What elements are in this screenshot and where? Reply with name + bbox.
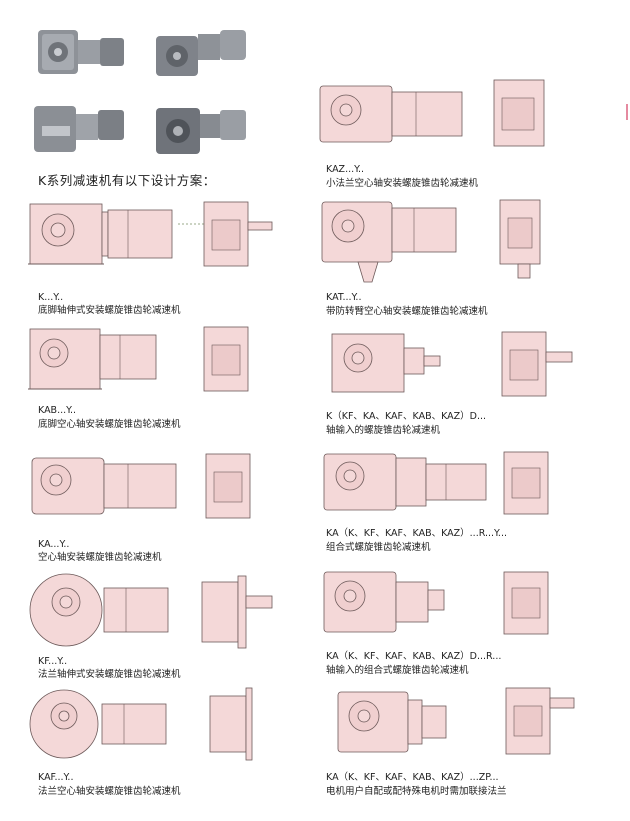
model-label-k-d: K（KF、KA、KAF、KAB、KAZ）D... <box>326 411 487 422</box>
desc-label-kaz-y: 小法兰空心轴安装螺旋锥齿轮减速机 <box>326 178 479 189</box>
drawing-kab-y <box>28 325 278 395</box>
desc-label-ka-zp: 电机用户自配或配特殊电机时需加联接法兰 <box>326 786 507 797</box>
page-heading: K系列减速机有以下设计方案： <box>38 173 216 188</box>
product-photo-3 <box>28 100 128 160</box>
desc-label-k-d: 轴输入的螺旋锥齿轮减速机 <box>326 425 441 436</box>
drawing-kat-y <box>318 198 558 283</box>
product-photo-4 <box>150 100 250 160</box>
model-label-ka-d-r: KA（K、KF、KAF、KAB、KAZ）D...R... <box>326 651 502 662</box>
model-label-kab-y: KAB...Y.. <box>38 405 77 416</box>
drawing-ka-y <box>28 452 278 524</box>
drawing-k-d <box>318 330 588 400</box>
desc-label-kaf-y: 法兰空心轴安装螺旋锥齿轮减速机 <box>38 786 181 797</box>
model-label-k-y: K...Y.. <box>38 292 64 303</box>
drawing-ka-d-r <box>318 568 558 640</box>
model-label-kf-y: KF...Y.. <box>38 656 68 667</box>
drawing-kf-y <box>28 572 278 652</box>
model-label-ka-y: KA...Y.. <box>38 539 70 550</box>
desc-label-ka-y: 空心轴安装螺旋锥齿轮减速机 <box>38 552 162 563</box>
desc-label-kf-y: 法兰轴伸式安装螺旋锥齿轮减速机 <box>38 669 181 680</box>
model-label-kaz-y: KAZ...Y.. <box>326 164 365 175</box>
product-photo-1 <box>28 22 128 82</box>
desc-label-ka-d-r: 轴输入的组合式螺旋锥齿轮减速机 <box>326 665 469 676</box>
desc-label-k-y: 底脚轴伸式安装螺旋锥齿轮减速机 <box>38 305 181 316</box>
model-label-ka-zp: KA（K、KF、KAF、KAB、KAZ）...ZP... <box>326 772 499 783</box>
drawing-ka-r-y <box>318 450 558 516</box>
drawing-kaz-y <box>318 78 558 150</box>
model-label-kat-y: KAT...Y.. <box>326 292 362 303</box>
drawing-ka-zp <box>318 686 588 762</box>
product-photo-2 <box>150 22 250 82</box>
desc-label-kab-y: 底脚空心轴安装螺旋锥齿轮减速机 <box>38 419 181 430</box>
model-label-kaf-y: KAF...Y.. <box>38 772 74 783</box>
accent-bar <box>626 104 628 120</box>
drawing-kaf-y <box>28 686 278 762</box>
desc-label-kat-y: 带防转臂空心轴安装螺旋锥齿轮减速机 <box>326 306 488 317</box>
desc-label-ka-r-y: 组合式螺旋锥齿轮减速机 <box>326 542 431 553</box>
model-label-ka-r-y: KA（K、KF、KAF、KAB、KAZ）...R...Y... <box>326 528 507 539</box>
drawing-k-y <box>28 198 278 276</box>
